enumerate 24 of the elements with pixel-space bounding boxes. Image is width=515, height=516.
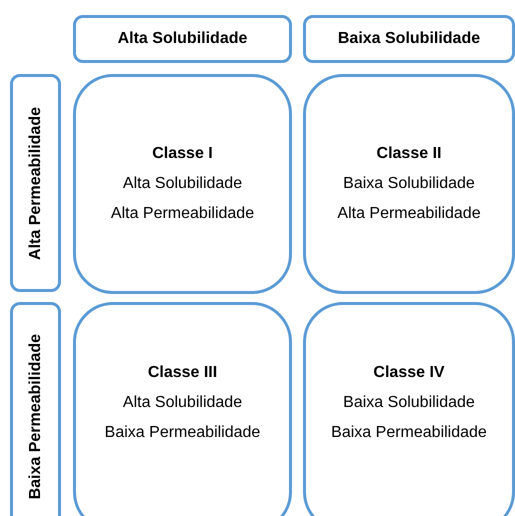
class-property: Baixa Permeabilidade [331, 424, 487, 442]
class-title: Classe III [148, 364, 218, 382]
row-header-box [10, 302, 61, 516]
row-heading: Baixa Permeabilidade [26, 334, 44, 500]
class-property: Alta Permeabilidade [337, 205, 481, 223]
class-property: Alta Solubilidade [122, 175, 242, 193]
class-property: Alta Permeabilidade [110, 205, 254, 223]
class-box [73, 74, 292, 294]
class-box [73, 302, 292, 516]
class-property: Alta Solubilidade [122, 394, 242, 412]
class-title: Classe IV [373, 364, 445, 382]
row-heading: Alta Permeabilidade [26, 106, 44, 260]
class-title: Classe I [152, 145, 213, 163]
column-header-box [303, 15, 515, 63]
class-property: Baixa Solubilidade [343, 394, 475, 412]
class-box [303, 74, 515, 294]
column-heading: Baixa Solubilidade [338, 30, 480, 48]
class-property: Baixa Permeabilidade [104, 424, 260, 442]
column-header-box [73, 15, 292, 63]
class-property: Baixa Solubilidade [343, 175, 475, 193]
class-title: Classe II [376, 145, 442, 163]
column-heading: Alta Solubilidade [118, 30, 248, 48]
row-header-box [10, 74, 61, 292]
class-box [303, 302, 515, 516]
